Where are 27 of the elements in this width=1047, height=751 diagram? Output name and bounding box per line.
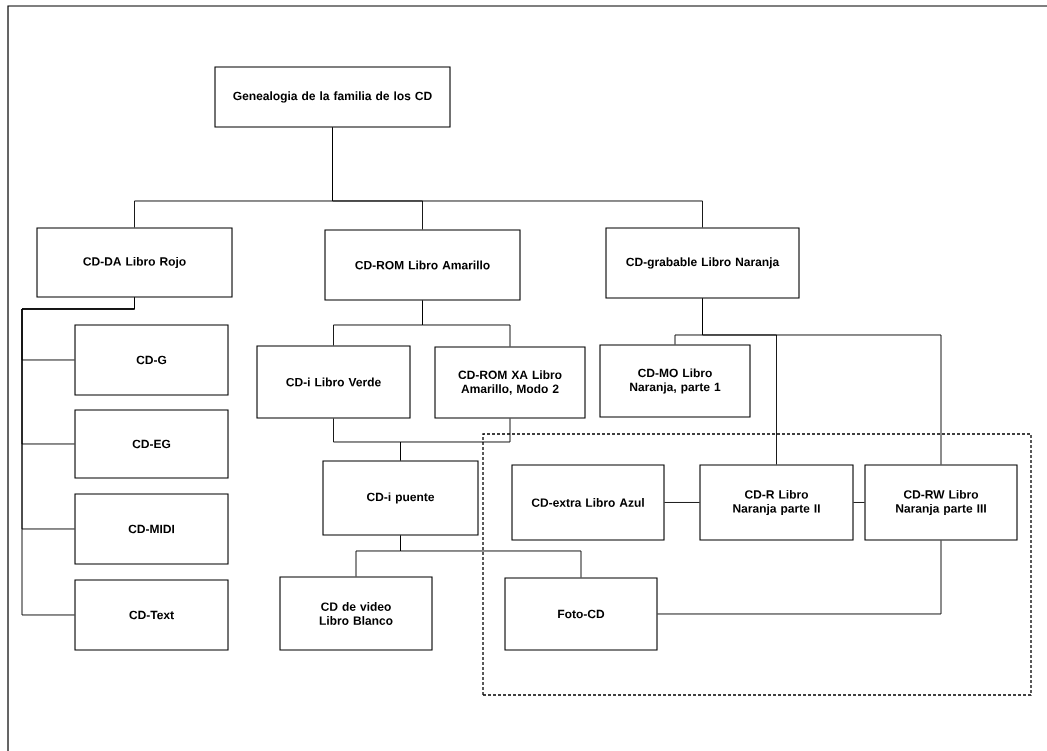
dashed-frame: [482, 433, 1032, 696]
box: CD-extra Libro Azul: [511, 464, 665, 541]
box: CD-MO Libro Naranja, parte 1: [599, 344, 751, 418]
box: CD-G: [74, 324, 229, 396]
box: CD-Text: [74, 579, 229, 651]
connector-line: [664, 502, 700, 503]
connector-line: [400, 418, 511, 461]
box: CD-ROM XA Libro Amarillo, Modo 2: [434, 346, 586, 419]
connector-line: [21, 297, 135, 616]
box: CD de video Libro Blanco: [279, 576, 433, 651]
connector-line: [422, 300, 511, 347]
box: Genealogia de la familia de los CD: [214, 66, 451, 128]
box: CD-grabable Libro Naranja: [605, 227, 800, 299]
box: CD-ROM Libro Amarillo: [324, 229, 521, 301]
connector-line: [400, 535, 582, 578]
connector-line: [657, 540, 942, 615]
box: CD-MIDI: [74, 493, 229, 565]
connector-line: [853, 502, 865, 503]
box: Foto-CD: [504, 577, 658, 651]
box: CD-R Libro Naranja parte II: [699, 464, 854, 541]
box: CD-i Libro Verde: [256, 345, 411, 419]
box: CD-i puente: [322, 460, 479, 536]
connector-line: [702, 298, 942, 465]
box: CD-EG: [74, 409, 229, 479]
box: CD-RW Libro Naranja parte III: [864, 464, 1018, 541]
connector-line: [332, 127, 703, 228]
box: CD-DA Libro Rojo: [36, 227, 233, 298]
